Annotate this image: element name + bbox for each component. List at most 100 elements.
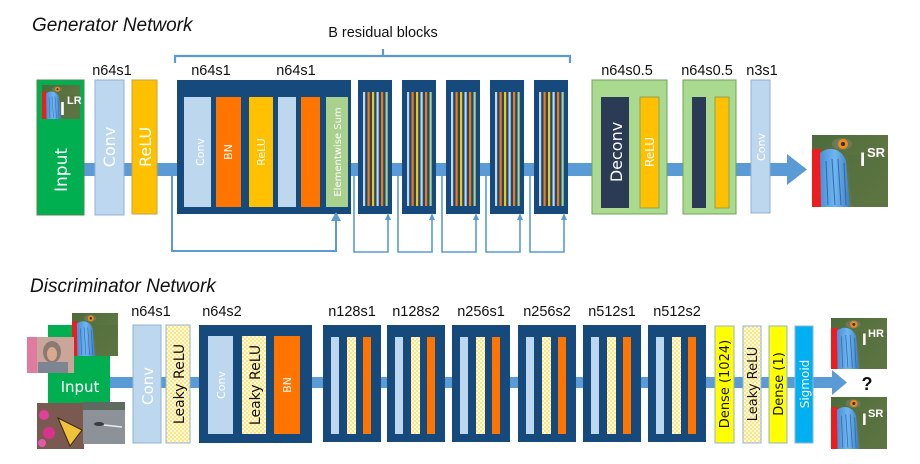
residual-block-layer-stripe (557, 92, 560, 206)
gen-relu1: ReLU (131, 79, 158, 215)
residual-block-layer-stripe (425, 92, 428, 206)
residual-block-layer-stripe (363, 92, 366, 206)
sr-image-sup: SR (867, 145, 886, 160)
gen-res-param-1: n64s1 (191, 63, 231, 79)
disc-conv1: Conv (132, 324, 162, 444)
res-bn-layer (216, 97, 241, 207)
residual-block-layer-stripe (429, 92, 432, 206)
hr-image-label: I (862, 330, 867, 349)
gen-up1-param: n64s0.5 (601, 63, 653, 79)
residual-block-layer-stripe (539, 92, 542, 206)
input-butterfly-image (37, 403, 84, 449)
disc-block-bn-layer (427, 337, 435, 434)
disc-block-conv-layer (395, 337, 403, 434)
residual-skip-arrowhead (429, 213, 435, 220)
lr-image-sup: LR (67, 95, 82, 107)
gen-input-block: I LR Input (36, 79, 85, 216)
disc-sr-image-label: I (862, 410, 867, 429)
residual-block-3 (397, 80, 436, 253)
disc-sigmoid: Sigmoid (794, 325, 814, 444)
input-baboon-image (72, 313, 118, 356)
res-eltsum-label: Elementwise Sum (333, 107, 344, 196)
residual-block-layer-stripe (367, 92, 370, 206)
disc-block0-bn-label: BN (281, 377, 294, 393)
residual-block-layer-stripe (469, 92, 472, 206)
gen-repeated-residual-blocks (353, 80, 568, 253)
disc-block0-leaky-label: Leaky ReLU (248, 345, 264, 425)
residual-block-5 (485, 80, 524, 253)
res-relu-label: ReLU (255, 138, 268, 166)
residual-block-layer-stripe (473, 92, 476, 206)
residual-block-layer-stripe (504, 92, 507, 206)
residual-blocks-brace (173, 49, 572, 63)
residual-skip-connection (353, 176, 389, 253)
head-leaky-label: Leaky ReLU (746, 347, 761, 421)
disc-block0-param: n64s2 (202, 304, 242, 320)
gen-relu1-label: ReLU (136, 127, 155, 167)
disc-input-block: Input (27, 313, 125, 449)
gen-upsample-block-2 (682, 79, 737, 215)
disc-block-n64s2: Conv Leaky ReLU BN (199, 325, 312, 443)
disc-conv1-param: n64s1 (131, 304, 171, 320)
residual-block-2 (353, 80, 392, 253)
residual-block-layer-stripe (451, 92, 454, 206)
input-woman-image (27, 337, 74, 373)
disc-sr-image: I SR (831, 397, 887, 449)
sr-image-label: I (860, 150, 865, 171)
disc-block-bn-layer (688, 337, 696, 434)
dense1024-label: Dense (1024) (718, 340, 733, 428)
sigmoid-label: Sigmoid (798, 360, 812, 409)
disc-block-param: n256s2 (523, 304, 571, 320)
disc-block-bn-layer (363, 337, 371, 434)
residual-skip-connection (529, 176, 565, 253)
residual-block-layer-stripe (499, 92, 502, 206)
disc-block-n256s2: n256s2 (518, 304, 576, 442)
up-relu-label: ReLU (643, 137, 657, 167)
disc-block-param: n512s2 (653, 304, 701, 320)
disc-block-conv-layer (526, 337, 534, 434)
residual-block-layer-stripe (455, 92, 458, 206)
res-relu-layer (249, 97, 273, 207)
gen-up2-param: n64s0.5 (681, 63, 733, 79)
residual-block-layer-stripe (513, 92, 516, 206)
disc-block-n256s1: n256s1 (452, 304, 510, 442)
residual-block-layer-stripe (543, 92, 546, 206)
gen-residual-block-expanded: Conv BN ReLU Elementwise Sum (177, 80, 351, 214)
residual-block-layer-stripe (385, 92, 388, 206)
disc-dense1: Dense (1) (768, 325, 788, 444)
generator-title: Generator Network (32, 15, 194, 36)
disc-block-leaky-layer (542, 337, 551, 434)
residual-skip-arrowhead (517, 213, 523, 220)
residual-skip-connection (441, 176, 477, 253)
gen-conv1: Conv (94, 79, 125, 216)
residual-block-layer-stripe (372, 92, 375, 206)
res-conv-layer (184, 97, 211, 207)
disc-block-bn-layer (492, 337, 500, 434)
dense1-label: Dense (1) (772, 352, 787, 416)
res-skip-arrowhead (331, 212, 341, 221)
residual-block-6 (529, 80, 568, 253)
disc-block-leaky-layer (476, 337, 485, 434)
disc-leaky1: Leaky ReLU (165, 324, 191, 444)
disc-block-n512s2: n512s2 (648, 304, 706, 442)
res-skip-connection (171, 176, 337, 252)
disc-block-n128s1: n128s1 (323, 304, 381, 442)
disc-hr-image: I HR (831, 318, 887, 369)
disc-block-bn-layer (558, 337, 566, 434)
residual-block-4 (441, 80, 480, 253)
res-bn-label: BN (222, 144, 235, 160)
gen-final-conv-param: n3s1 (746, 63, 777, 79)
residual-block-layer-stripe (460, 92, 463, 206)
real-or-fake-question: ? (862, 374, 873, 394)
final-conv-label: Conv (755, 133, 768, 161)
discriminator-title: Discriminator Network (30, 276, 217, 297)
disc-conv1-label: Conv (139, 367, 157, 405)
disc-block-param: n128s1 (328, 304, 376, 320)
gen-res-param-2: n64s1 (276, 63, 316, 79)
residual-skip-arrowhead (473, 213, 479, 220)
disc-leaky1-label: Leaky ReLU (172, 344, 188, 424)
disc-input-label: Input (61, 378, 100, 396)
disc-block-param: n256s1 (457, 304, 505, 320)
